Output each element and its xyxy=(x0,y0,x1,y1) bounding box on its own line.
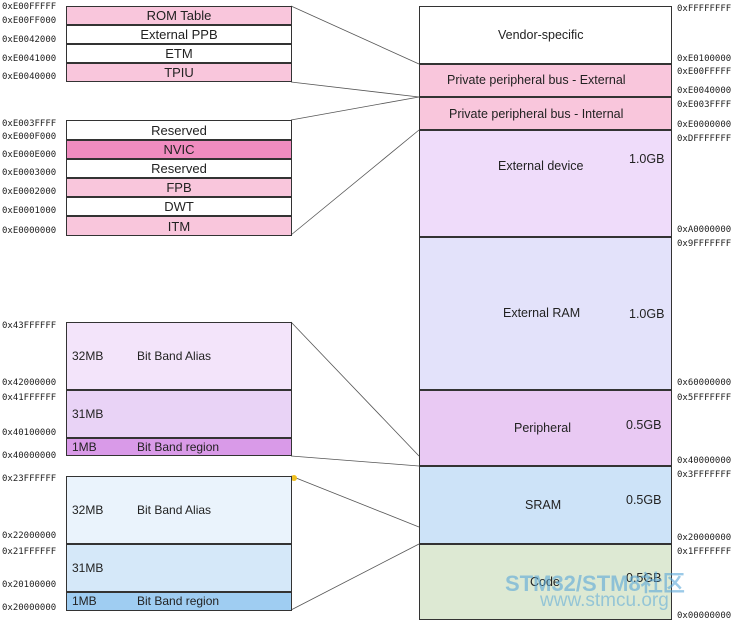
bitband-mid-block: 31MB xyxy=(66,544,292,592)
address-label: 0xE0040000 xyxy=(677,86,732,96)
address-label: 0x20100000 xyxy=(2,580,57,590)
connector-line xyxy=(290,81,420,98)
segment-size: 1.0GB xyxy=(629,307,665,321)
map-segment-ppb-external: Private peripheral bus - External xyxy=(419,64,672,97)
address-label: 0x22000000 xyxy=(2,531,57,541)
int-ppb-row: DWT xyxy=(66,197,292,216)
address-label: 0xE000E000 xyxy=(2,150,57,160)
map-segment-vendor-specific: Vendor-specific xyxy=(419,6,672,64)
marker-dot xyxy=(291,475,297,481)
address-label: 0xE0040000 xyxy=(2,72,57,82)
map-segment-code: Code 0.5GB xyxy=(419,544,672,620)
map-segment-peripheral: Peripheral 0.5GB xyxy=(419,390,672,466)
int-ppb-row: ITM xyxy=(66,216,292,236)
address-label: 0x23FFFFFF xyxy=(2,474,57,484)
address-label: 0xE003FFFF xyxy=(677,100,732,110)
int-ppb-row: FPB xyxy=(66,178,292,197)
ext-ppb-row: ETM xyxy=(66,44,292,63)
connector-line xyxy=(290,129,420,236)
segment-name: Private peripheral bus - Internal xyxy=(449,107,624,121)
address-label: 0x20000000 xyxy=(677,533,732,543)
int-ppb-row: Reserved xyxy=(66,159,292,178)
address-label: 0x21FFFFFF xyxy=(2,547,57,557)
region-size: 1MB xyxy=(72,594,97,608)
address-label: 0xE0100000 xyxy=(677,54,732,64)
address-label: 0x43FFFFFF xyxy=(2,321,57,331)
address-label: 0xDFFFFFFF xyxy=(677,134,732,144)
address-label: 0x3FFFFFFF xyxy=(677,470,732,480)
bitband-region-block: 1MB Bit Band region xyxy=(66,438,292,456)
watermark-url: www.stmcu.org xyxy=(540,590,669,611)
alias-label: Bit Band Alias xyxy=(137,349,212,363)
address-label: 0xA0000000 xyxy=(677,225,732,235)
ext-ppb-row: ROM Table xyxy=(66,6,292,25)
address-label: 0xE0000000 xyxy=(2,226,57,236)
alias-size: 32MB xyxy=(72,503,104,517)
address-label: 0xE0041000 xyxy=(2,54,57,64)
address-label: 0x41FFFFFF xyxy=(2,393,57,403)
address-label: 0x1FFFFFFF xyxy=(677,547,732,557)
watermark-text: STM32/STM8社区 xyxy=(505,571,685,596)
mid-size: 31MB xyxy=(72,561,104,575)
connector-line xyxy=(290,475,420,528)
address-label: 0xE000F000 xyxy=(2,132,57,142)
bitband-alias-block: 32MB Bit Band Alias xyxy=(66,322,292,390)
address-label: 0x40100000 xyxy=(2,428,57,438)
address-label: 0x40000000 xyxy=(677,456,732,466)
map-segment-sram: SRAM 0.5GB xyxy=(419,466,672,544)
address-label: 0x40000000 xyxy=(2,451,57,461)
segment-size: 1.0GB xyxy=(629,152,665,166)
address-label: 0xE0002000 xyxy=(2,187,57,197)
address-label: 0xE003FFFF xyxy=(2,119,57,129)
alias-label: Bit Band Alias xyxy=(137,503,212,517)
segment-name: Code xyxy=(530,575,560,589)
connector-line xyxy=(290,455,420,467)
segment-name: Vendor-specific xyxy=(498,28,584,42)
address-label: 0x20000000 xyxy=(2,603,57,613)
address-label: 0xE00FFFFF xyxy=(677,67,732,77)
ext-ppb-row: External PPB xyxy=(66,25,292,44)
connector-line xyxy=(290,543,420,611)
address-label: 0xE0003000 xyxy=(2,168,57,178)
bitband-mid-block: 31MB xyxy=(66,390,292,438)
segment-name: SRAM xyxy=(525,498,562,512)
address-label: 0xE00FF000 xyxy=(2,16,57,26)
bitband-region-block: 1MB Bit Band region xyxy=(66,592,292,611)
region-label: Bit Band region xyxy=(137,594,220,608)
address-label: 0x00000000 xyxy=(677,611,732,621)
region-label: Bit Band region xyxy=(137,440,220,454)
address-label: 0x42000000 xyxy=(2,378,57,388)
segment-size: 0.5GB xyxy=(626,571,662,585)
address-label: 0xE00FFFFF xyxy=(2,2,57,12)
mid-size: 31MB xyxy=(72,407,104,421)
map-segment-ppb-internal: Private peripheral bus - Internal xyxy=(419,97,672,130)
int-ppb-row: NVIC xyxy=(66,140,292,159)
int-ppb-row: Reserved xyxy=(66,120,292,140)
address-label: 0x60000000 xyxy=(677,378,732,388)
alias-size: 32MB xyxy=(72,349,104,363)
segment-size: 0.5GB xyxy=(626,493,662,507)
ext-ppb-row: TPIU xyxy=(66,63,292,82)
address-label: 0xE0001000 xyxy=(2,206,57,216)
segment-name: External RAM xyxy=(503,306,581,320)
segment-name: Peripheral xyxy=(514,421,571,435)
address-label: 0xFFFFFFFF xyxy=(677,4,732,14)
address-label: 0x9FFFFFFF xyxy=(677,239,732,249)
connector-line xyxy=(290,5,420,65)
address-label: 0x5FFFFFFF xyxy=(677,393,732,403)
address-label: 0xE0042000 xyxy=(2,35,57,45)
segment-name: Private peripheral bus - External xyxy=(447,73,626,87)
address-label: 0xE0000000 xyxy=(677,120,732,130)
segment-size: 0.5GB xyxy=(626,418,662,432)
region-size: 1MB xyxy=(72,440,97,454)
segment-name: External device xyxy=(498,159,584,173)
map-segment-external-device: External device 1.0GB xyxy=(419,130,672,237)
bitband-alias-block: 32MB Bit Band Alias xyxy=(66,476,292,544)
connector-line xyxy=(290,321,420,457)
connector-line xyxy=(290,96,420,121)
map-segment-external-ram: External RAM 1.0GB xyxy=(419,237,672,390)
